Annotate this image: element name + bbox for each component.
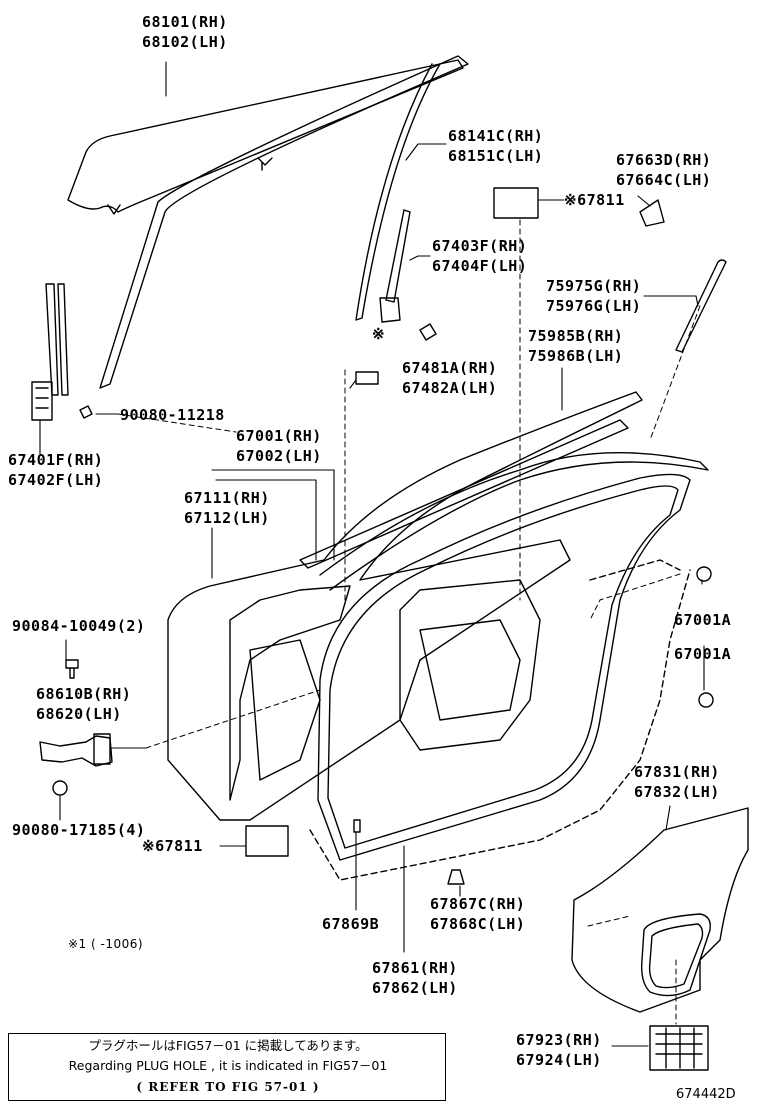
label-bolt-check: 90080-17185(4)	[12, 821, 146, 839]
label-footnote: ※1 ( -1006)	[68, 937, 144, 951]
rear-sash-drawing	[379, 209, 437, 341]
label-stopper: 67481A(RH)67482A(LH)	[402, 359, 498, 397]
label-front-sash-screw: ※	[372, 325, 386, 343]
check-assy-drawing	[39, 733, 113, 767]
label-door-outer: 67111(RH)67112(LH)	[184, 489, 270, 527]
bolts-drawing	[52, 566, 714, 885]
label-sash-bolt: 90080-11218	[120, 406, 225, 424]
label-front-sash: 67401F(RH)67402F(LH)	[8, 451, 104, 489]
door-glass-drawing	[67, 59, 464, 215]
label-check-assy: 68610B(RH)68620(LH)	[36, 685, 132, 723]
label-plug-2: 67001A	[674, 645, 732, 663]
note-japanese: プラグホールはFIG57－01 に掲載してあります。	[88, 1038, 368, 1053]
label-clip-c: 67867C(RH)67868C(LH)	[430, 895, 526, 933]
label-belt-mould: 75975G(RH)75976G(LH)	[546, 277, 642, 315]
label-plug-1: 67001A	[674, 611, 732, 629]
label-glass-run: 68141C(RH)68151C(LH)	[448, 127, 544, 165]
weatherstrip-drawing	[317, 473, 691, 861]
figure-id: 674442D	[676, 1087, 736, 1102]
label-grommet: 67923(RH)67924(LH)	[516, 1031, 602, 1069]
label-door-panel: 67001(RH)67002(LH)	[236, 427, 322, 465]
service-cover-drawing	[571, 807, 749, 1013]
label-service-cover: 67831(RH)67832(LH)	[634, 763, 720, 801]
label-door-glass: 68101(RH)68102(LH)	[142, 13, 228, 51]
door-panel-drawing	[167, 391, 709, 821]
front-sash-drawing	[31, 283, 93, 421]
label-pad-top: ※67811	[564, 191, 625, 209]
leader-lines	[39, 61, 705, 1047]
label-rear-sash: 67403F(RH)67404F(LH)	[432, 237, 528, 275]
note-refer: ( REFER TO FIG 57-01 )	[136, 1080, 320, 1094]
label-outer-cover: 67663D(RH)67664C(LH)	[616, 151, 712, 189]
label-weatherstrip-outer: 75985B(RH)75986B(LH)	[528, 327, 624, 365]
label-pad-bottom: ※67811	[142, 837, 203, 855]
plug-hole-note: プラグホールはFIG57－01 に掲載してあります。 Regarding PLU…	[8, 1033, 446, 1101]
grommet-drawing	[649, 1025, 709, 1071]
label-clip-b: 67869B	[322, 915, 380, 933]
glass-run-drawing	[99, 55, 469, 389]
note-english: Regarding PLUG HOLE , it is indicated in…	[68, 1058, 388, 1073]
label-bolt-hinge: 90084-10049(2)	[12, 617, 146, 635]
label-weatherstrip: 67861(RH)67862(LH)	[372, 959, 458, 997]
dashed-guides	[117, 219, 701, 1025]
